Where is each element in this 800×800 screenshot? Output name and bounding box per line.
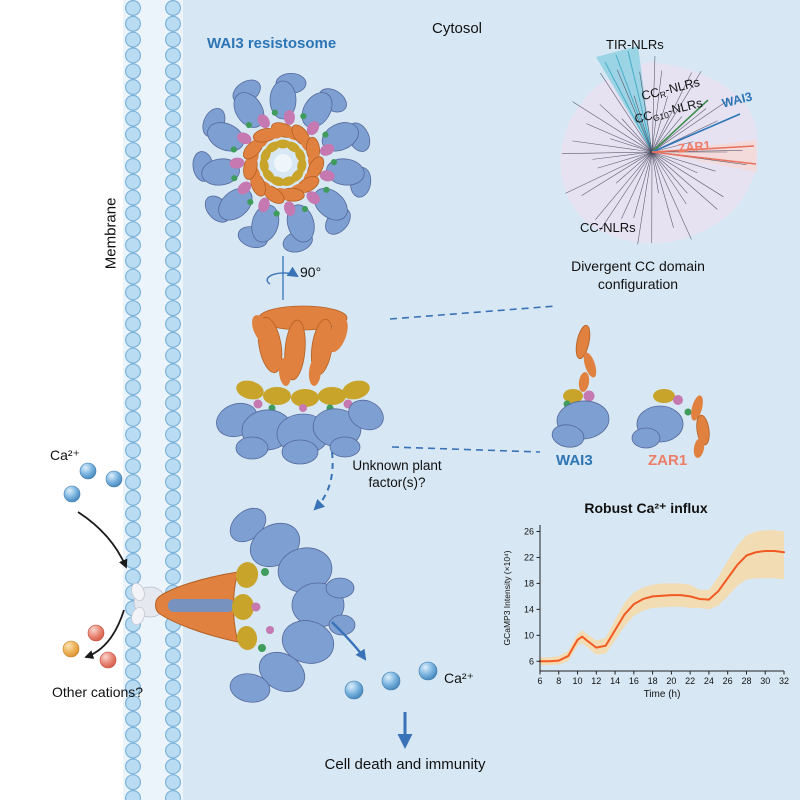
svg-text:26: 26 — [524, 526, 534, 536]
membrane-label: Membrane — [102, 197, 120, 270]
zar1-monomer-structure — [631, 389, 710, 458]
resistosome-side-view — [216, 305, 384, 465]
svg-text:32: 32 — [779, 676, 789, 686]
svg-text:16: 16 — [629, 676, 639, 686]
svg-text:6: 6 — [529, 656, 534, 666]
membrane-illustration — [123, 0, 183, 800]
svg-text:14: 14 — [524, 604, 534, 614]
other-cations-label: Other cations? — [52, 684, 144, 700]
rotation-axis-icon — [266, 256, 299, 300]
svg-text:22: 22 — [685, 676, 695, 686]
tree-label-tir-nlrs: TIR-NLRs — [606, 37, 664, 52]
wai3-monomer-structure — [551, 324, 610, 448]
svg-text:6: 6 — [537, 676, 542, 686]
svg-text:Time (h): Time (h) — [644, 689, 681, 700]
resistosome-top-view — [192, 72, 372, 253]
calcium-influx-chart: Robust Ca²⁺ influx 6 8 10 12 14 16 18 20 22 24 26 2… — [500, 500, 792, 706]
svg-text:14: 14 — [610, 676, 620, 686]
membrane-inserted-resistosome — [131, 507, 356, 703]
cytosol-label: Cytosol — [432, 20, 483, 37]
arrows-layer — [77, 305, 557, 749]
svg-text:28: 28 — [741, 676, 751, 686]
svg-text:20: 20 — [666, 676, 676, 686]
chart-title: Robust Ca²⁺ influx — [584, 500, 708, 516]
calcium-label-left: Ca²⁺ — [50, 447, 80, 463]
divergent-cc-label: Divergent CC domain configuration — [571, 258, 705, 292]
svg-text:22: 22 — [524, 552, 534, 562]
zar1-monomer-label: ZAR1 — [648, 452, 688, 469]
svg-text:26: 26 — [723, 676, 733, 686]
svg-text:12: 12 — [591, 676, 601, 686]
svg-text:24: 24 — [704, 676, 714, 686]
svg-text:18: 18 — [648, 676, 658, 686]
wai3-monomer-label: WAI3 — [556, 452, 593, 469]
tree-label-cc-nlrs: CC-NLRs — [580, 220, 636, 235]
cell-death-label: Cell death and immunity — [324, 756, 486, 773]
svg-text:10: 10 — [524, 630, 534, 640]
phylogenetic-tree — [560, 46, 758, 245]
svg-text:18: 18 — [524, 578, 534, 588]
calcium-label-bottom: Ca²⁺ — [444, 670, 474, 686]
svg-text:GCaMP3 Intensity (×10⁴): GCaMP3 Intensity (×10⁴) — [502, 550, 512, 645]
svg-text:30: 30 — [760, 676, 770, 686]
svg-text:10: 10 — [573, 676, 583, 686]
resistosome-title: WAI3 resistosome — [207, 35, 337, 52]
chart-plot: 6 8 10 12 14 16 18 20 22 24 26 28 30 32 6 10 14 18 22 26Tim… — [502, 525, 789, 700]
ion-spheres — [62, 462, 438, 700]
unknown-factor-label: Unknown plant factor(s)? — [352, 458, 442, 490]
rotation-angle-label: 90° — [300, 264, 322, 280]
svg-text:8: 8 — [556, 676, 561, 686]
